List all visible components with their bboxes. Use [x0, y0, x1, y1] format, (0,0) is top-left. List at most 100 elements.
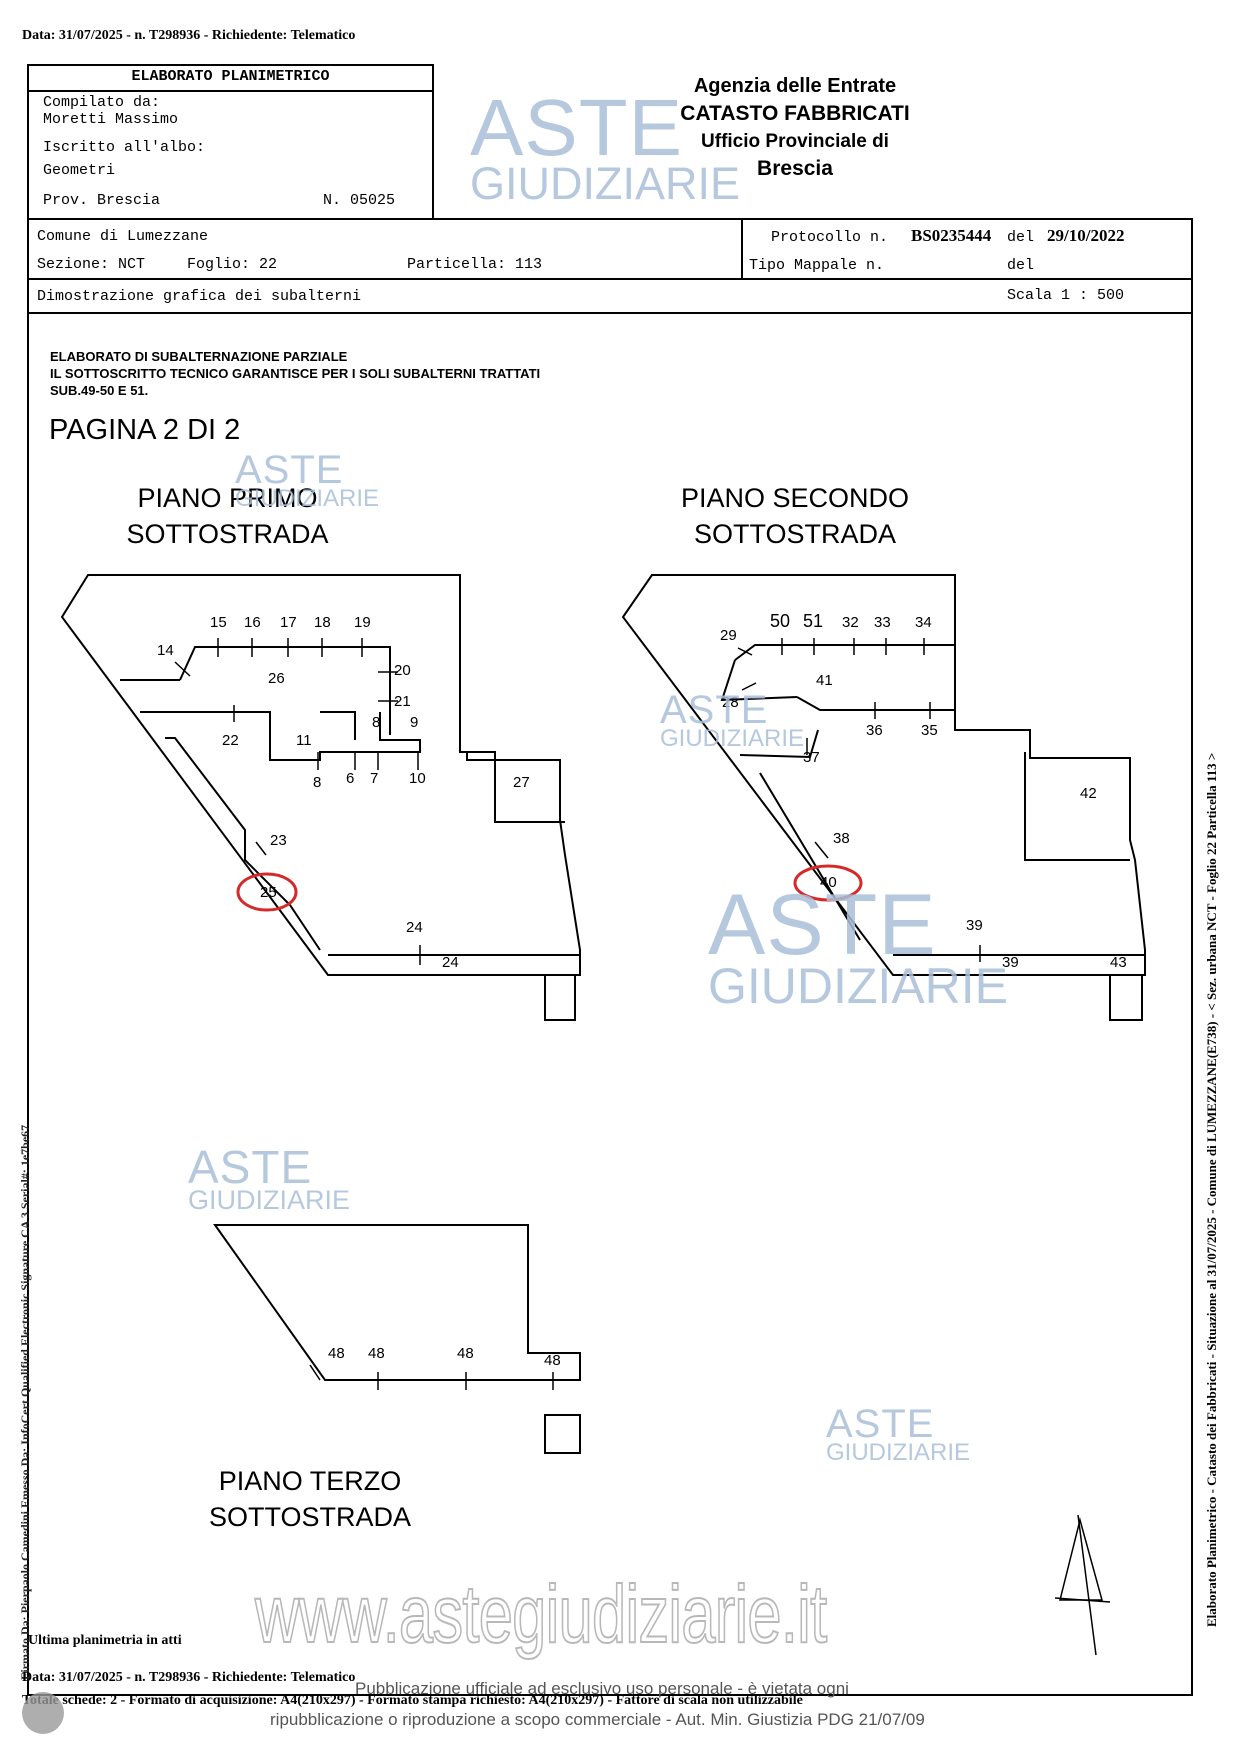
- plan-secondo-label: 42: [1080, 785, 1097, 802]
- plan-primo-label: 25: [260, 884, 277, 901]
- north-arrow-bar: [1054, 1597, 1111, 1603]
- watermark-site: www.astegiudiziarie.it: [254, 1568, 828, 1661]
- plan-primo-label: 22: [222, 732, 239, 749]
- plan-terzo-label: 48: [457, 1345, 474, 1362]
- tick: [737, 647, 753, 656]
- plan-primo-label: 10: [409, 770, 426, 787]
- watermark-giudiziarie: GIUDIZIARIE: [826, 1439, 971, 1466]
- watermark-giudiziarie: GIUDIZIARIE: [708, 958, 1009, 1015]
- watermark-giudiziarie: GIUDIZIARIE: [235, 485, 380, 512]
- plan-secondo-label: 41: [816, 672, 833, 689]
- plan-primo-label: 17: [280, 614, 297, 631]
- plan-primo-label: 6: [346, 770, 354, 787]
- tick: [741, 682, 757, 691]
- seal-icon: [22, 1692, 64, 1734]
- tick: [255, 841, 267, 856]
- plan-primo-stair: [544, 975, 576, 1021]
- watermark-plan1: ASTE GIUDIZIARIE: [235, 450, 380, 512]
- watermark-giudiziarie: GIUDIZIARIE: [470, 158, 741, 209]
- watermark-aste: ASTE: [660, 688, 769, 732]
- plan-primo-label: 27: [513, 774, 530, 791]
- plan-primo: [60, 574, 581, 1021]
- plan-primo-label: 16: [244, 614, 261, 631]
- tick: [174, 661, 191, 677]
- plan-secondo-label: 28: [722, 694, 739, 711]
- plan-secondo-outline: [621, 574, 1146, 976]
- plan-terzo-ticks: [309, 1364, 554, 1390]
- plan-primo-label: 20: [394, 662, 411, 679]
- plan-primo-label: 14: [157, 642, 174, 659]
- plan-primo-outline: [60, 574, 581, 976]
- iscritto-value: Geometri: [43, 162, 116, 179]
- watermark-plan2: ASTE GIUDIZIARIE: [660, 688, 804, 750]
- watermark-aste: ASTE: [470, 83, 683, 172]
- floor-title-terzo-l1: PIANO TERZO: [218, 1466, 402, 1496]
- plan-secondo-label: 40: [820, 874, 837, 891]
- plan-secondo-label: 34: [915, 614, 932, 631]
- sezione-label: Sezione: NCT: [37, 256, 146, 273]
- tick: [309, 1364, 321, 1381]
- plan-terzo-outline: [213, 1224, 581, 1381]
- agency-line1: Agenzia delle Entrate: [693, 75, 897, 97]
- plan-primo-room27: [465, 751, 565, 823]
- plan-primo-labels: 15 16 17 18 19 14 26 20 21 22 11 8 9 8 6…: [157, 614, 530, 971]
- plan-secondo-label: 39: [1002, 954, 1019, 971]
- footer-pub1: Pubblicazione ufficiale ad esclusivo uso…: [355, 1679, 849, 1698]
- north-arrow-icon: [1054, 1514, 1111, 1656]
- agency-line4: Brescia: [757, 157, 833, 180]
- drawing-frame: Dimostrazione grafica dei subalterni Sca…: [27, 278, 1193, 1696]
- plan-primo-room11b: [269, 711, 356, 760]
- watermark-plan3: ASTE GIUDIZIARIE: [188, 1141, 350, 1214]
- particella-label: Particella: 113: [407, 256, 543, 273]
- watermark-aste: ASTE: [708, 877, 937, 973]
- plan-terzo-label: 48: [328, 1345, 345, 1362]
- plan-primo-label: 19: [354, 614, 371, 631]
- floor-title-secondo-l2: SOTTOSTRADA: [693, 519, 897, 549]
- plan-secondo-label: 33: [874, 614, 891, 631]
- agency-line3: Ufficio Provinciale di: [701, 131, 889, 152]
- plan-secondo-labels: 50 51 32 33 34 29 41 28 36 35 37 42 38 4…: [720, 611, 1127, 971]
- plan-secondo-label: 50: [770, 611, 790, 631]
- plan-secondo-label: 51: [803, 611, 823, 631]
- plan-primo-label: 8: [372, 714, 380, 731]
- floor-title-terzo-l2: SOTTOSTRADA: [208, 1502, 412, 1532]
- plan-primo-label: 8: [313, 774, 321, 791]
- plan-secondo-room40: [759, 772, 861, 941]
- plan-primo-label: 24: [406, 919, 423, 936]
- protocollo-label: Protocollo n.: [771, 229, 889, 246]
- footer-ultima: Ultima planimetria in atti: [28, 1633, 182, 1648]
- side-text-left: Firmato Da: Pierpaolo Camedini Emesso Da…: [18, 1124, 32, 1680]
- plan-secondo-room41: [796, 696, 955, 711]
- floor-title-primo-l1: PIANO PRIMO: [137, 483, 318, 513]
- info-row: Comune di Lumezzane Sezione: NCT Foglio:…: [27, 218, 1193, 280]
- iscritto-label: Iscritto all'albo:: [43, 139, 206, 156]
- protocollo-del: del: [1007, 229, 1035, 246]
- plan-terzo-labels: 48 48 48 48: [328, 1345, 561, 1369]
- plan-secondo-label: 43: [1110, 954, 1127, 971]
- scala-label: Scala 1 : 500: [1007, 287, 1125, 304]
- plan-primo-label: 7: [370, 770, 378, 787]
- plan-secondo-stair: [1109, 975, 1143, 1021]
- agency-header: Agenzia delle Entrate CATASTO FABBRICATI…: [610, 72, 980, 182]
- elaborato-box: ELABORATO PLANIMETRICO Compilato da: Mor…: [27, 64, 434, 220]
- note-line3: SUB.49-50 E 51.: [50, 383, 149, 398]
- plan-primo-label: 15: [210, 614, 227, 631]
- side-text-right: Elaborato Planimetrico - Catasto dei Fab…: [1204, 752, 1219, 1627]
- pagina-label: PAGINA 2 DI 2: [49, 414, 241, 446]
- watermark-right: ASTE GIUDIZIARIE: [826, 1404, 971, 1466]
- watermark-aste: ASTE: [188, 1141, 313, 1193]
- dimostrazione-label: Dimostrazione grafica dei subalterni: [37, 288, 362, 305]
- header-data-line: Data: 31/07/2025 - n. T298936 - Richiede…: [22, 28, 356, 43]
- plan-terzo: [213, 1224, 581, 1454]
- north-arrow-shaft: [1077, 1514, 1097, 1656]
- protocollo-value: BS0235444: [911, 226, 992, 245]
- plan-primo-label: 9: [410, 714, 418, 731]
- footer-schede-line: Totale schede: 2 - Formato di acquisizio…: [22, 1693, 803, 1708]
- plan-primo-label: 11: [296, 732, 312, 749]
- plan-primo-label: 24: [442, 954, 459, 971]
- north-arrow-head: [1059, 1517, 1103, 1601]
- plan-terzo-label: 48: [544, 1352, 561, 1369]
- dimostrazione-row: Dimostrazione grafica dei subalterni Sca…: [29, 280, 1191, 314]
- compilato-label: Compilato da:: [43, 94, 161, 111]
- highlight-circle-25: [236, 872, 298, 912]
